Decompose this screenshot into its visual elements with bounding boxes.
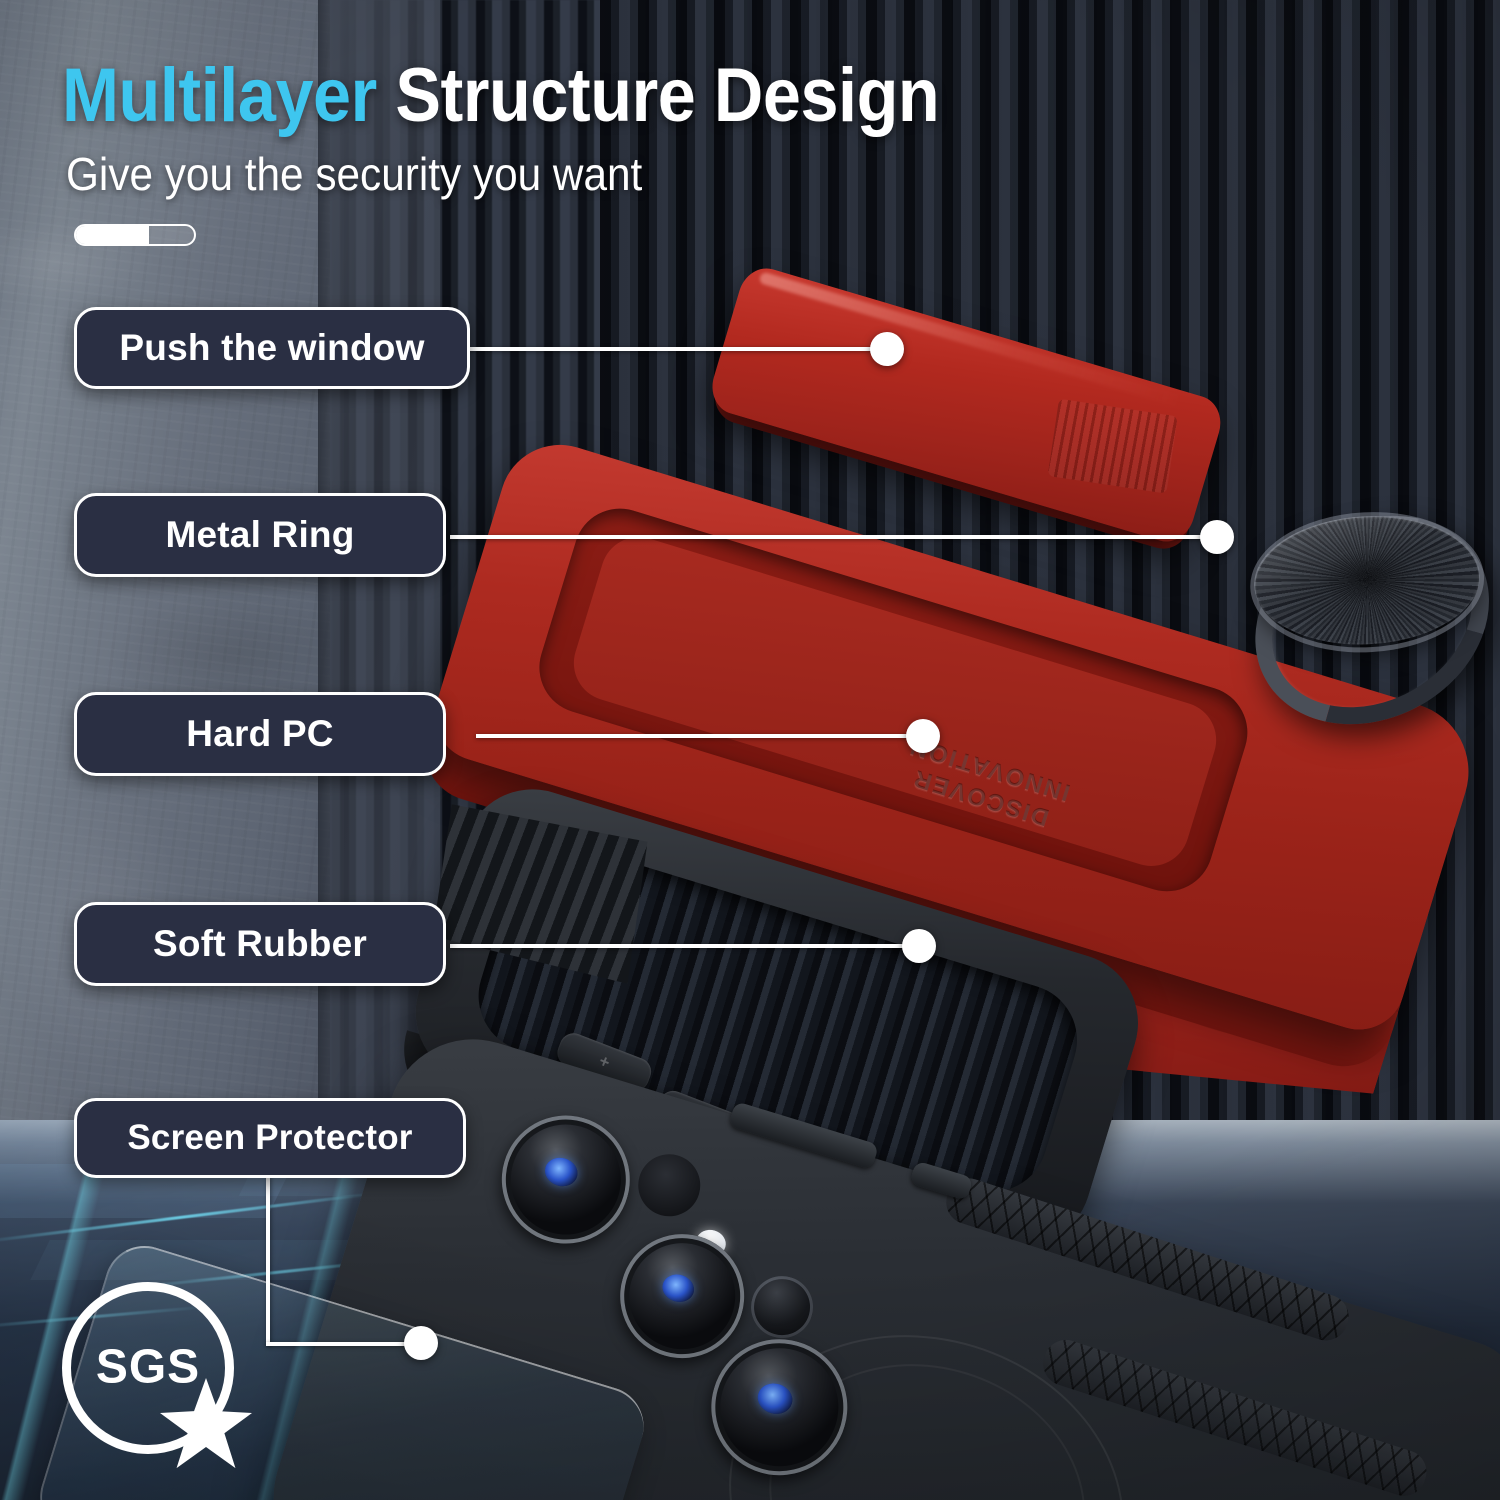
label-soft-rubber-text: Soft Rubber [153, 923, 367, 964]
camera-lens-small [743, 1268, 821, 1346]
label-screen-protector[interactable]: Screen Protector [74, 1098, 466, 1178]
leader-line-hard-pc [476, 734, 922, 738]
metal-ring-kickstand [1217, 475, 1500, 765]
callout-dot-soft-rubber [902, 929, 936, 963]
label-push-the-window[interactable]: Push the window [74, 307, 470, 389]
callout-dot-push-the-window [870, 332, 904, 366]
label-soft-rubber[interactable]: Soft Rubber [74, 902, 446, 986]
camera-lens-tele [695, 1323, 864, 1492]
page-title: Multilayer Structure Design [62, 52, 1232, 139]
floor-glow-line [0, 1190, 389, 1245]
slider-grip-ridges [1047, 398, 1178, 494]
callout-dot-metal-ring [1200, 520, 1234, 554]
label-metal-ring[interactable]: Metal Ring [74, 493, 446, 577]
label-hard-pc[interactable]: Hard PC [74, 692, 446, 776]
leader-line-screen-protector-vertical [266, 1176, 270, 1346]
volume-up-label: + [596, 1051, 613, 1073]
leader-line-screen-protector [266, 1342, 426, 1346]
page-title-rest: Structure Design [376, 53, 940, 138]
camera-lens-main [486, 1100, 645, 1259]
sgs-label: SGS [95, 1340, 201, 1394]
progress-bar-fill [76, 226, 150, 244]
leader-line-metal-ring [450, 535, 1216, 539]
page-subtitle: Give you the security you want [66, 148, 643, 200]
label-hard-pc-text: Hard PC [186, 713, 334, 754]
sgs-circle-outline [62, 1282, 234, 1454]
sgs-certification-badge: SGS [62, 1282, 252, 1469]
background-concrete-column [0, 0, 330, 1190]
progress-bar [74, 224, 196, 246]
label-metal-ring-text: Metal Ring [165, 514, 355, 555]
page-title-highlight: Multilayer [62, 53, 377, 138]
camera-lens-wide [605, 1219, 759, 1373]
callout-dot-hard-pc [906, 719, 940, 753]
label-push-the-window-text: Push the window [119, 327, 425, 368]
leader-line-soft-rubber [450, 944, 918, 948]
camera-sensor [630, 1146, 708, 1224]
label-screen-protector-text: Screen Protector [127, 1118, 413, 1157]
callout-dot-screen-protector [404, 1326, 438, 1360]
leader-line-push-the-window [466, 347, 886, 351]
